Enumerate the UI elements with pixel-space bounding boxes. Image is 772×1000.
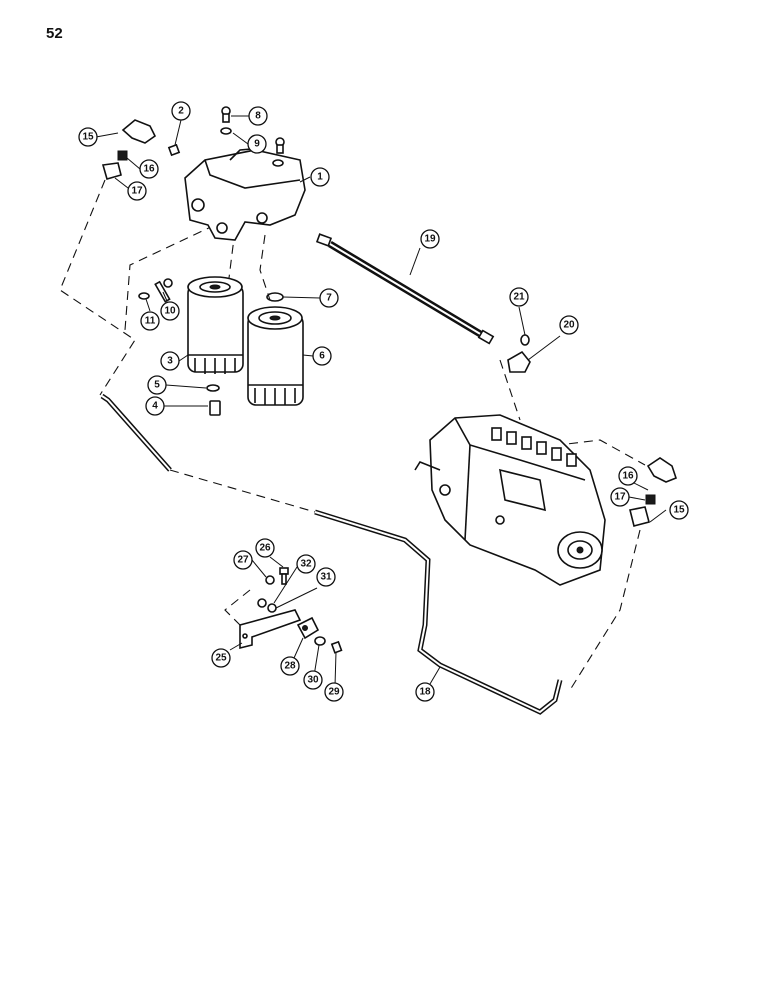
svg-text:30: 30 [307,675,319,686]
svg-text:1: 1 [317,172,323,183]
svg-text:18: 18 [419,687,431,698]
svg-text:10: 10 [164,306,176,317]
svg-text:32: 32 [300,559,312,570]
svg-text:7: 7 [326,293,332,304]
svg-text:11: 11 [145,316,156,327]
callout: 4 [145,396,165,416]
svg-text:16: 16 [622,471,634,482]
callout: 16 [618,466,638,486]
svg-text:21: 21 [513,292,525,303]
callout: 11 [140,311,160,331]
fuel-filter-left [187,276,244,374]
svg-text:15: 15 [82,132,94,143]
callout: 17 [127,181,147,201]
callout: 16 [139,159,159,179]
callout: 6 [312,346,332,366]
svg-text:9: 9 [254,139,260,150]
svg-text:17: 17 [131,186,143,197]
svg-text:15: 15 [673,505,685,516]
svg-text:17: 17 [614,492,626,503]
svg-text:28: 28 [284,661,296,672]
callout: 19 [420,229,440,249]
leader-lines [95,115,667,687]
svg-text:25: 25 [215,653,227,664]
callout: 29 [324,682,344,702]
svg-text:26: 26 [259,543,271,554]
bracket-assembly [239,567,343,654]
fuel-filter-right [247,306,304,406]
svg-text:29: 29 [328,687,340,698]
callout: 17 [610,487,630,507]
callout: 27 [233,550,253,570]
svg-text:2: 2 [178,106,184,117]
callout: 20 [559,315,579,335]
callout: 18 [415,682,435,702]
callout: 15 [78,127,98,147]
fuel-line-part [100,393,563,715]
svg-text:16: 16 [143,164,155,175]
svg-text:5: 5 [154,380,160,391]
callout: 5 [147,375,167,395]
callout: 10 [160,301,180,321]
callout: 15 [669,500,689,520]
callout: 32 [296,554,316,574]
callout: 9 [247,134,267,154]
callout: 31 [316,567,336,587]
svg-text:6: 6 [319,351,325,362]
callout: 25 [211,648,231,668]
callout: 7 [319,288,339,308]
callout: 28 [280,656,300,676]
svg-text:27: 27 [237,555,249,566]
callout: 3 [160,351,180,371]
svg-text:19: 19 [424,234,436,245]
svg-text:8: 8 [255,111,261,122]
injection-pump-part [414,414,606,586]
small-fittings [101,106,531,416]
svg-text:31: 31 [320,572,332,583]
callout: 8 [248,106,268,126]
callout: 30 [303,670,323,690]
injection-outlets [491,427,577,467]
svg-text:4: 4 [152,401,158,412]
callout: 21 [509,287,529,307]
pump-fittings [629,457,677,527]
callout: 26 [255,538,275,558]
callout: 1 [310,167,330,187]
page-number: 52 [46,25,63,42]
filter-head-part [184,147,306,241]
callout: 2 [171,101,191,121]
fuel-hose-part [315,233,495,345]
svg-text:20: 20 [563,320,575,331]
svg-text:3: 3 [167,356,173,367]
